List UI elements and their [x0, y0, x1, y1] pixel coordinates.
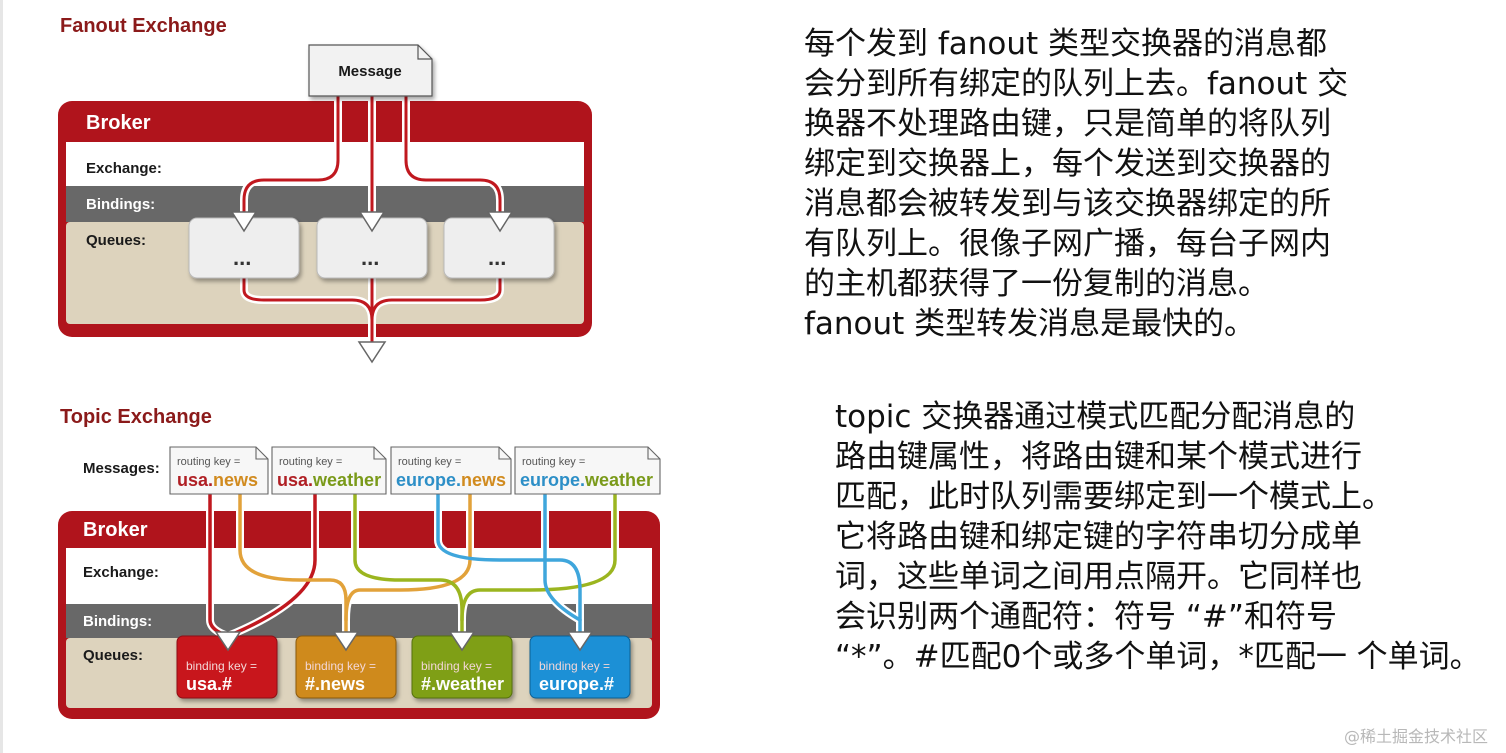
fanout-description-line: 每个发到 fanout 类型交换器的消息都: [804, 26, 1328, 62]
routing-key-topic: weather: [312, 470, 381, 490]
topic-description-line: 匹配，此时队列需要绑定到一个模式上。: [835, 479, 1393, 515]
topic-message-europe-news: routing key = europe.news: [390, 446, 512, 495]
fanout-queue-3-dots: ...: [488, 245, 506, 270]
topic-description-line: “*”。#匹配0个或多个单词，*匹配一 个单词。: [835, 639, 1481, 675]
topic-message-usa-news: routing key = usa.news: [169, 446, 269, 495]
fanout-message-label: Message: [338, 63, 401, 80]
topic-title: Topic Exchange: [60, 406, 212, 428]
topic-exchange-label: Exchange:: [83, 564, 159, 581]
fanout-title: Fanout Exchange: [60, 15, 227, 37]
topic-message-usa-news-key: usa.news: [177, 470, 258, 490]
fanout-queue-2-dots: ...: [361, 245, 379, 270]
topic-bindings-label: Bindings:: [83, 613, 152, 630]
fanout-arrowhead: [230, 211, 258, 233]
fanout-queues-label: Queues:: [86, 232, 146, 249]
routing-key-separator: .: [208, 470, 213, 490]
routing-key-region: europe: [520, 470, 580, 490]
topic-description-line: 它将路由键和绑定键的字符串切分成单: [835, 519, 1362, 555]
fanout-queues: ... ... ...: [188, 217, 555, 279]
topic-queue-weather-prefix: binding key =: [421, 659, 492, 673]
topic-description-line: 词，这些单词之间用点隔开。它同样也: [835, 559, 1362, 595]
routing-key-topic: news: [213, 470, 258, 490]
topic-queues: binding key = binding key = binding key …: [176, 635, 631, 699]
routing-key-topic: weather: [584, 470, 653, 490]
fanout-description-line: 的主机都获得了一份复制的消息。: [804, 266, 1269, 302]
routing-key-separator: .: [580, 470, 585, 490]
topic-arrowhead: [448, 631, 476, 652]
routing-key-separator: .: [308, 470, 313, 490]
topic-message-europe-weather-key: europe.weather: [520, 470, 653, 490]
topic-queue-news-prefix: binding key =: [305, 659, 376, 673]
fanout-arrowheads: [230, 211, 514, 364]
topic-queue-news-key: #.news: [305, 674, 365, 694]
topic-queue-usa-key: usa.#: [186, 674, 232, 694]
routing-key-region: usa: [277, 470, 309, 490]
watermark: @稀土掘金技术社区: [1343, 727, 1488, 746]
topic-broker-label: Broker: [83, 519, 148, 541]
topic-arrowhead: [566, 631, 594, 652]
fanout-output-arrowhead: [357, 341, 387, 364]
topic-message-usa-weather-prefix: routing key =: [279, 456, 342, 468]
topic-queue-europe-key: europe.#: [539, 674, 614, 694]
topic-message-usa-weather: routing key = usa.weather: [271, 446, 387, 495]
topic-arrowhead: [332, 631, 360, 652]
routing-key-region: europe: [396, 470, 456, 490]
fanout-broker-label: Broker: [86, 112, 151, 134]
topic-queue-usa-prefix: binding key =: [186, 659, 257, 673]
topic-description-line: 会识别两个通配符：符号 “#”和符号: [835, 599, 1337, 635]
routing-key-topic: news: [461, 470, 506, 490]
topic-description-line: 路由键属性，将路由键和某个模式进行: [835, 439, 1362, 475]
topic-queues-label: Queues:: [83, 647, 143, 664]
fanout-description-line: 绑定到交换器上，每个发送到交换器的: [804, 146, 1331, 182]
topic-message-europe-weather: routing key = europe.weather: [514, 446, 661, 495]
fanout-queue-1-dots: ...: [233, 245, 251, 270]
topic-messages-label: Messages:: [83, 460, 160, 477]
fanout-arrowhead: [358, 211, 386, 233]
topic-description-line: topic 交换器通过模式匹配分配消息的: [835, 399, 1356, 435]
topic-message-usa-news-prefix: routing key =: [177, 456, 240, 468]
fanout-description-line: 会分到所有绑定的队列上去。fanout 交: [804, 66, 1349, 102]
fanout-exchange-label: Exchange:: [86, 160, 162, 177]
topic-arrowhead: [214, 631, 242, 652]
fanout-bindings-label: Bindings:: [86, 196, 155, 213]
fanout-description: 每个发到 fanout 类型交换器的消息都 会分到所有绑定的队列上去。fanou…: [804, 24, 1348, 344]
topic-queue-weather-key: #.weather: [421, 674, 504, 694]
left-edge-rule: [0, 0, 3, 753]
topic-message-usa-weather-key: usa.weather: [277, 470, 381, 490]
fanout-description-line: 换器不处理路由键，只是简单的将队列: [804, 106, 1331, 142]
topic-description: topic 交换器通过模式匹配分配消息的 路由键属性，将路由键和某个模式进行 匹…: [835, 397, 1481, 677]
topic-message-europe-weather-prefix: routing key =: [522, 456, 585, 468]
fanout-description-line: 有队列上。很像子网广播，每台子网内: [804, 226, 1331, 262]
fanout-arrowhead: [486, 211, 514, 233]
fanout-description-line: fanout 类型转发消息是最快的。: [804, 306, 1256, 342]
topic-message-europe-news-prefix: routing key =: [398, 456, 461, 468]
topic-queue-europe-prefix: binding key =: [539, 659, 610, 673]
topic-message-europe-news-key: europe.news: [396, 470, 506, 490]
routing-key-region: usa: [177, 470, 209, 490]
fanout-wires: [240, 92, 504, 349]
routing-key-separator: .: [456, 470, 461, 490]
topic-wires: [206, 490, 619, 640]
fanout-message: Message: [308, 44, 433, 97]
fanout-description-line: 消息都会被转发到与该交换器绑定的所: [804, 186, 1331, 222]
topic-arrowheads: [214, 631, 594, 652]
